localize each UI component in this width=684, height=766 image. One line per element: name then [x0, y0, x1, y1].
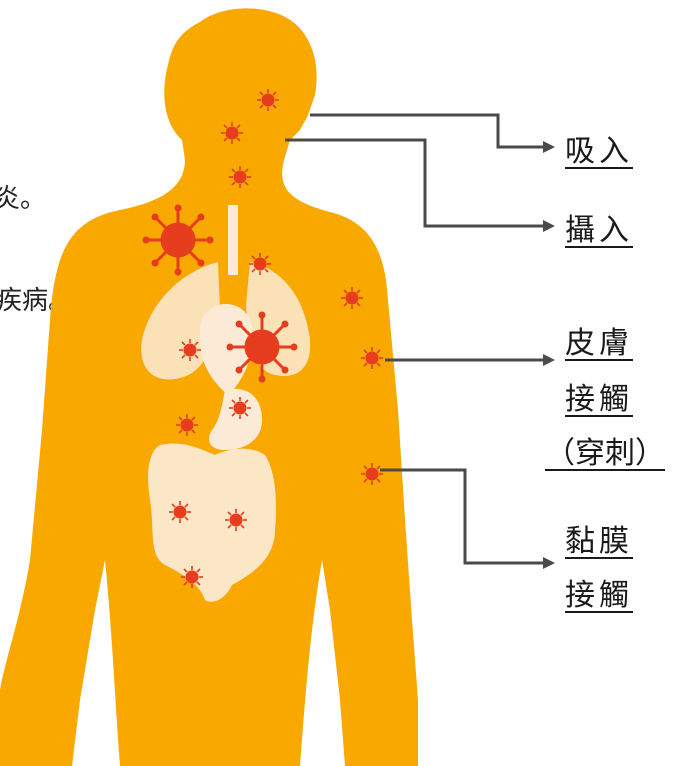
virus-icon: [229, 397, 251, 419]
virus-icon: [181, 566, 203, 588]
virus-icon: [169, 501, 191, 523]
virus-icon: [249, 253, 271, 275]
virus-icon: [227, 312, 297, 382]
label-ingestion: 攝入: [565, 205, 633, 249]
virus-icon: [341, 287, 363, 309]
label-inhalation: 吸入: [565, 126, 633, 170]
label-mucosa-line2: 接觸: [565, 570, 633, 614]
virus-icon: [221, 122, 243, 144]
label-mucosa-line1: 黏膜: [565, 516, 633, 560]
virus-icon: [225, 509, 247, 531]
virus-icon: [143, 205, 213, 275]
label-skin-line3: （穿刺）: [545, 428, 665, 472]
virus-icon: [257, 89, 279, 111]
virus-icon: [229, 166, 251, 188]
human-body-silhouette: [0, 8, 418, 766]
label-skin-line1: 皮膚: [565, 318, 633, 362]
connector-inhalation: [310, 115, 545, 147]
arrowhead-ingestion: [543, 220, 555, 232]
trachea: [228, 205, 238, 275]
virus-icon: [361, 347, 383, 369]
arrowhead-skin: [543, 354, 555, 366]
label-skin-line2: 接觸: [565, 374, 633, 418]
body-shape: [0, 8, 418, 766]
arrowhead-inhalation: [543, 141, 555, 153]
arrowhead-mucosa: [543, 557, 555, 569]
virus-icon: [176, 414, 198, 436]
virus-icon: [361, 463, 383, 485]
virus-icon: [179, 339, 201, 361]
